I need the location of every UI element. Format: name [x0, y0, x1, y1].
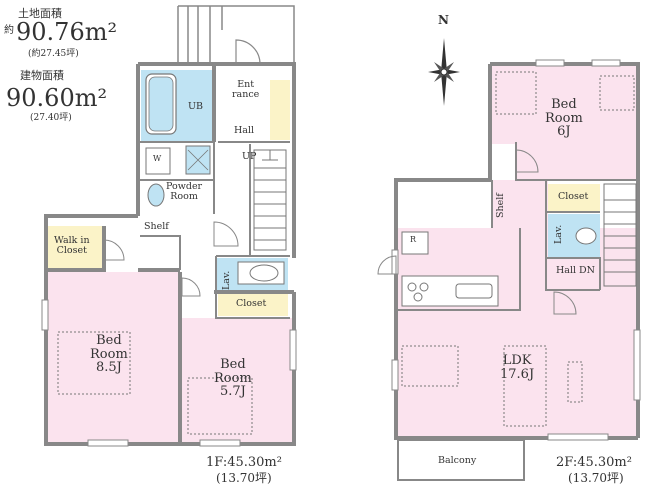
compass-rose-icon [428, 38, 460, 106]
bedroom-8-5j-floor [48, 272, 178, 442]
entrance-door [235, 39, 261, 65]
floor1-stairs [253, 149, 287, 251]
bedroom-5-7j-label: Bed Room 5.7J [214, 357, 252, 400]
closet-1f-label: Closet [236, 298, 267, 309]
toilet-powder [147, 183, 165, 207]
tv-board [567, 361, 583, 403]
hall-dn-label: Hall DN [556, 265, 595, 276]
bed-6j-2 [599, 75, 635, 111]
powder-room-label: Powder Room [166, 181, 203, 202]
walkin-closet-floor [48, 226, 103, 270]
fridge [401, 231, 429, 255]
lav-2f-label: Lav. [553, 224, 564, 244]
land-area-label: 土地面積 [18, 7, 62, 20]
washer-label: W [153, 154, 162, 163]
bed-8-5j [57, 331, 131, 395]
closet-floor [218, 292, 288, 316]
floor1-inner-walls [138, 141, 290, 319]
floor2-area: 2F:45.30m² [556, 455, 632, 470]
floor1-area: 1F:45.30m² [206, 455, 282, 470]
sink [455, 283, 493, 299]
land-area-tsubo: (約27.45坪) [28, 49, 79, 59]
compass-north-label: N [438, 13, 449, 27]
shelf-label: Shelf [144, 221, 169, 232]
closet-2f-floor [548, 184, 600, 212]
balcony-outline [397, 439, 525, 481]
ub-label: UB [188, 101, 203, 112]
closet-2f-label: Closet [558, 191, 589, 202]
bedroom-5-7j-floor [182, 318, 292, 442]
floor2-stairs [603, 183, 637, 287]
building-area-value: 90.60m² [6, 84, 108, 112]
building-area-tsubo: (27.40坪) [30, 113, 72, 123]
floor2-tsubo: (13.70坪) [568, 471, 624, 485]
bed-5-7j [187, 377, 253, 435]
dining-table [401, 345, 459, 387]
ldk-floor [398, 228, 637, 436]
land-area-prefix: 約 [4, 25, 14, 36]
floor1-plan [41, 5, 297, 447]
floor2-inner-walls [398, 142, 638, 311]
ldk-label: LDK 17.6J [500, 353, 535, 382]
bedroom-6j-label: Bed Room 6J [545, 97, 583, 140]
hall-label: Hall [234, 125, 255, 136]
bedroom-6j-floor [492, 66, 637, 144]
shelf-2f-label: Shelf [495, 193, 506, 218]
floor1-tsubo: (13.70坪) [216, 471, 272, 485]
entry-steps [177, 5, 295, 64]
entrance-floor [270, 80, 290, 140]
floor2-plan [377, 59, 641, 481]
toilet-1f [249, 264, 279, 282]
bed-6j [495, 71, 537, 115]
lav-1f-label: Lav. [221, 270, 232, 290]
sofa [503, 345, 547, 427]
floor1-windows [41, 299, 297, 447]
entrance-label: Ent rance [232, 79, 260, 100]
walkin-closet-label: Walk in Closet [54, 235, 90, 256]
building-area-label: 建物面積 [20, 69, 64, 82]
washer [145, 147, 171, 175]
land-area-value: 90.76m² [16, 18, 118, 46]
refrigerator-label: R [410, 235, 417, 244]
floor2-windows [391, 59, 641, 441]
bedroom-8-5j-label: Bed Room 8.5J [90, 333, 128, 376]
stove [407, 282, 429, 302]
up-label: UP [242, 151, 257, 162]
toilet-2f [575, 227, 597, 245]
balcony-label: Balcony [438, 455, 477, 466]
bedroom-6j-floor-2 [516, 142, 637, 180]
